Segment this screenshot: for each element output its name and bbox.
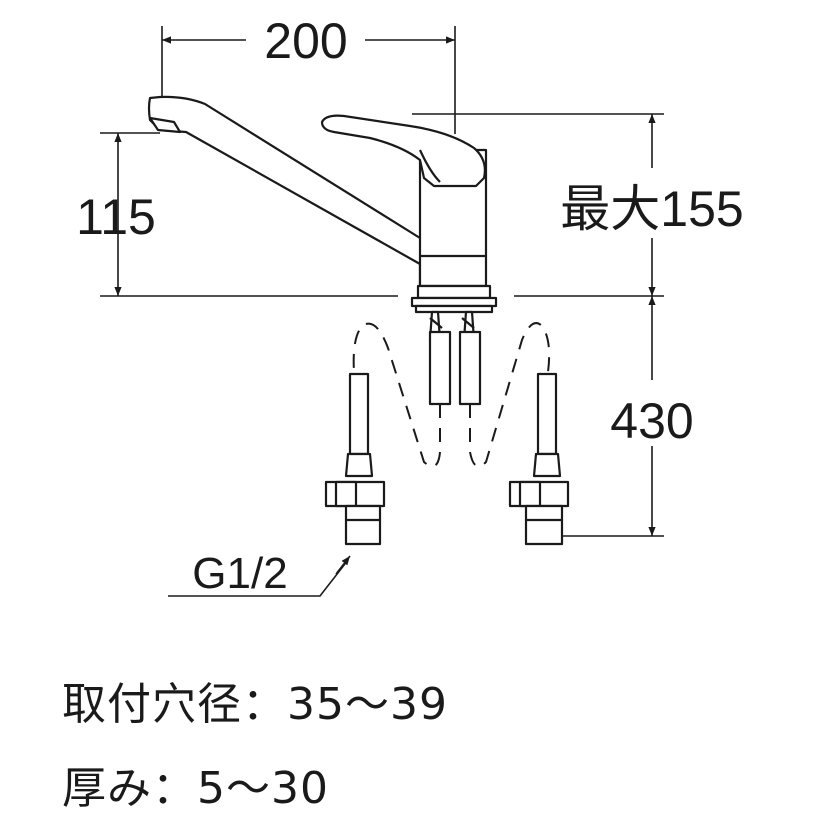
faucet-base bbox=[416, 284, 492, 300]
mounting-hole-spec: 取付穴径：35～39 bbox=[62, 679, 448, 730]
nut-flat-right bbox=[518, 480, 542, 508]
hose-end-right bbox=[536, 372, 558, 456]
dim-hose-length-label: 430 bbox=[610, 393, 693, 449]
ferrule-left bbox=[344, 452, 374, 478]
hose-right-sweep bbox=[469, 322, 551, 468]
thickness-spec: 厚み：5～30 bbox=[62, 763, 329, 814]
lever-handle bbox=[320, 114, 486, 188]
gasket bbox=[414, 304, 494, 314]
fitting-left bbox=[344, 504, 382, 546]
mounting-flange bbox=[410, 296, 498, 308]
lever-detail bbox=[418, 149, 441, 183]
nut-flat-left bbox=[334, 480, 358, 508]
thread-mark bbox=[429, 317, 443, 329]
hose-end-left bbox=[348, 372, 370, 456]
fitting-right bbox=[524, 504, 564, 546]
spout-outlet bbox=[148, 116, 182, 134]
thread-leader-line bbox=[168, 559, 349, 597]
dim-width-label: 200 bbox=[264, 13, 347, 69]
hose-tube-left bbox=[428, 330, 452, 406]
hose-tube-right bbox=[458, 330, 482, 406]
thread-size-label: G1/2 bbox=[192, 549, 287, 598]
thread-leader-arrow bbox=[335, 555, 351, 575]
thread-mark bbox=[461, 317, 475, 329]
dim-max-height-label: 最大155 bbox=[560, 181, 743, 237]
hose-left-sweep bbox=[352, 322, 441, 468]
ferrule-right bbox=[532, 452, 562, 478]
dim-spout-height-label: 115 bbox=[76, 189, 156, 245]
faucet bbox=[147, 95, 498, 406]
